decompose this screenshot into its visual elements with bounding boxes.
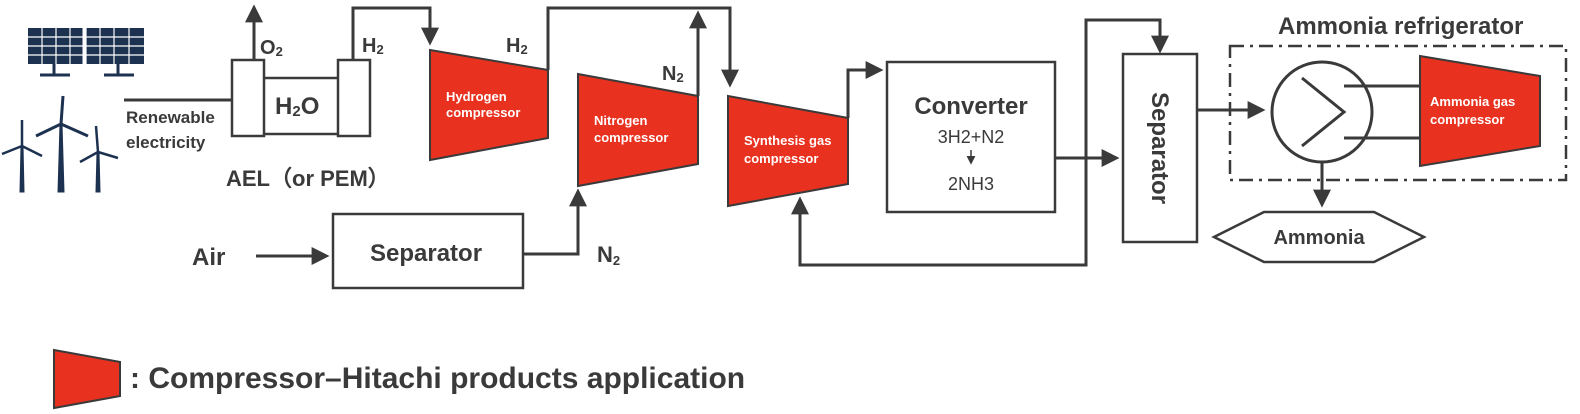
n2-label: N2 bbox=[597, 242, 620, 268]
hydrogen-compressor-icon bbox=[429, 48, 549, 162]
air-separator-box bbox=[331, 212, 525, 290]
converter-reactants: 3H2+N2 bbox=[938, 127, 1005, 147]
ammonia-output-shape bbox=[1211, 210, 1427, 264]
hydrogen-compressor-label-2: compressor bbox=[446, 105, 520, 120]
ammonia-compressor-label-2: compressor bbox=[1430, 112, 1504, 127]
nitrogen-compressor-label-1: Nitrogen bbox=[594, 113, 648, 128]
separator-box bbox=[1121, 52, 1199, 244]
air-separator-label: Separator bbox=[370, 240, 482, 267]
ammonia-compressor-icon bbox=[1419, 54, 1541, 168]
electrolyzer-caption: AEL（or PEM） bbox=[226, 166, 390, 191]
nitrogen-compressor-label-2: compressor bbox=[594, 130, 668, 145]
refrigerator-boundary bbox=[1228, 44, 1568, 182]
h2-to-synthesis-line bbox=[546, 6, 739, 88]
renewable-label-line1: Renewable bbox=[126, 108, 215, 127]
h2-line bbox=[351, 6, 439, 60]
separator-label: Separator bbox=[1146, 92, 1173, 204]
separator-top-line bbox=[1084, 18, 1169, 158]
solar-panel-icon bbox=[28, 28, 144, 77]
synthesis-compressor-icon bbox=[727, 94, 849, 208]
h2-compressed-label: H2 bbox=[506, 35, 528, 57]
water-label: H2O bbox=[275, 93, 319, 120]
hydrogen-compressor-label-1: Hydrogen bbox=[446, 89, 507, 104]
converter-title: Converter bbox=[914, 93, 1027, 120]
refrigerator-title: Ammonia refrigerator bbox=[1278, 13, 1523, 40]
ammonia-compressor-label-1: Ammonia gas bbox=[1430, 94, 1515, 109]
converter-box bbox=[885, 60, 1057, 214]
o2-label: O2 bbox=[260, 37, 283, 59]
synthesis-compressor-label-2: compressor bbox=[744, 151, 818, 166]
converter-products: 2NH3 bbox=[948, 174, 994, 194]
h2-label: H2 bbox=[362, 35, 384, 57]
renewable-label-line2: electricity bbox=[126, 133, 206, 152]
heat-exchanger-icon bbox=[1270, 60, 1420, 164]
air-label: Air bbox=[192, 244, 225, 271]
n2-to-compressor-line bbox=[523, 188, 587, 256]
electrolyzer bbox=[230, 58, 372, 138]
nitrogen-compressor-icon bbox=[577, 72, 699, 188]
n2-compressed-label: N2 bbox=[662, 63, 684, 85]
synthesis-to-converter-line bbox=[846, 61, 884, 118]
legend-compressor-icon bbox=[53, 348, 121, 410]
wind-turbine-icon bbox=[1, 95, 119, 193]
recycle-line bbox=[791, 158, 1088, 267]
ammonia-output-label: Ammonia bbox=[1273, 227, 1365, 249]
synthesis-compressor-label-1: Synthesis gas bbox=[744, 133, 831, 148]
legend-text: : Compressor–Hitachi products applicatio… bbox=[130, 362, 745, 395]
